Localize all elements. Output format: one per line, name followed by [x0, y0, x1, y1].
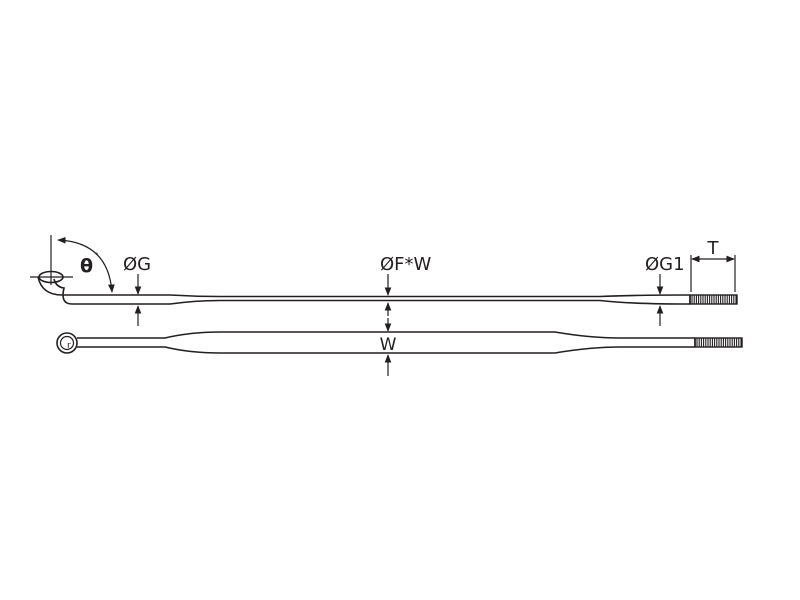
spoke-top-view: r W — [56, 331, 743, 355]
dia-fw-label: ØF*W — [380, 254, 432, 275]
thread-label: T — [707, 238, 720, 259]
dim-fw: ØF*W — [380, 254, 432, 376]
spoke-head-circle — [56, 332, 78, 354]
dim-g1: ØG1 — [645, 254, 685, 326]
dim-thread: T — [690, 238, 736, 292]
angle-arc — [57, 236, 115, 293]
angle-unit: ° — [95, 252, 99, 260]
thread-bottom — [694, 337, 743, 348]
angle-label: θ — [80, 255, 93, 277]
spoke-side-view: θ ° — [30, 235, 738, 305]
thread-top — [689, 294, 738, 305]
radius-label: r — [67, 341, 71, 351]
dia-g-label: ØG — [123, 254, 151, 275]
dim-g: ØG — [123, 254, 151, 326]
width-label: W — [380, 335, 397, 355]
dia-g1-label: ØG1 — [645, 254, 685, 275]
